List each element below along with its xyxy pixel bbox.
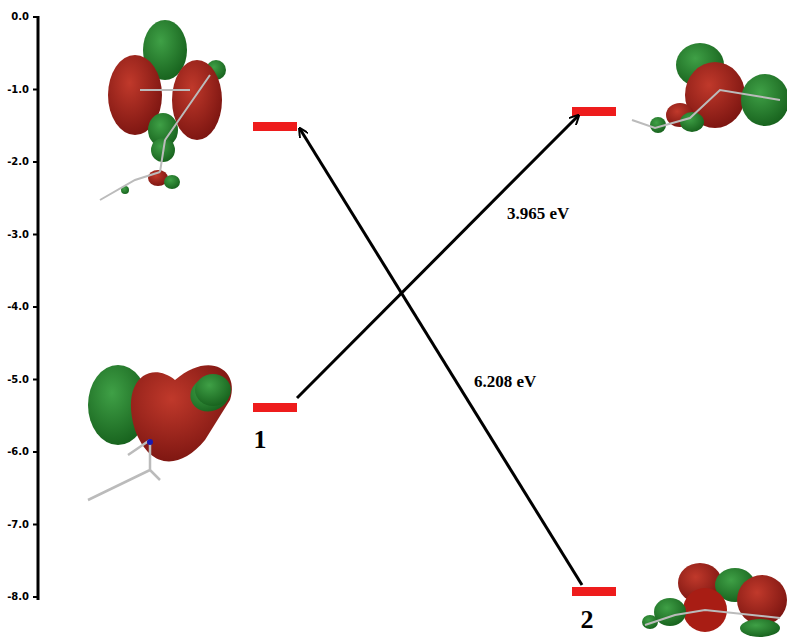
orbital-homo-2 [642, 563, 787, 637]
axis-tick-label: 0.0 [11, 12, 29, 22]
energy-level [253, 107, 616, 596]
axis-tick-label: -7.0 [7, 520, 29, 530]
axis-tick-label: -8.0 [7, 592, 29, 602]
orbital-lumo-2 [632, 43, 787, 133]
axis-tick-label: -4.0 [7, 302, 29, 312]
orbital-lumo-1 [100, 20, 226, 200]
transition-arrow [297, 116, 582, 585]
transition-energy: 6.208 eV [472, 373, 538, 390]
axis-tick-label: -2.0 [7, 157, 29, 167]
orbital-homo-1 [88, 365, 235, 500]
transition-energy: 3.965 eV [505, 205, 571, 222]
axis-tick-label: -6.0 [7, 447, 29, 457]
energy-axis [33, 16, 38, 600]
molecule-number: 2 [581, 607, 594, 633]
axis-tick-label: -5.0 [7, 375, 29, 385]
axis-tick-label: -3.0 [7, 230, 29, 240]
axis-tick-label: -1.0 [7, 85, 29, 95]
molecule-number: 1 [254, 427, 267, 453]
